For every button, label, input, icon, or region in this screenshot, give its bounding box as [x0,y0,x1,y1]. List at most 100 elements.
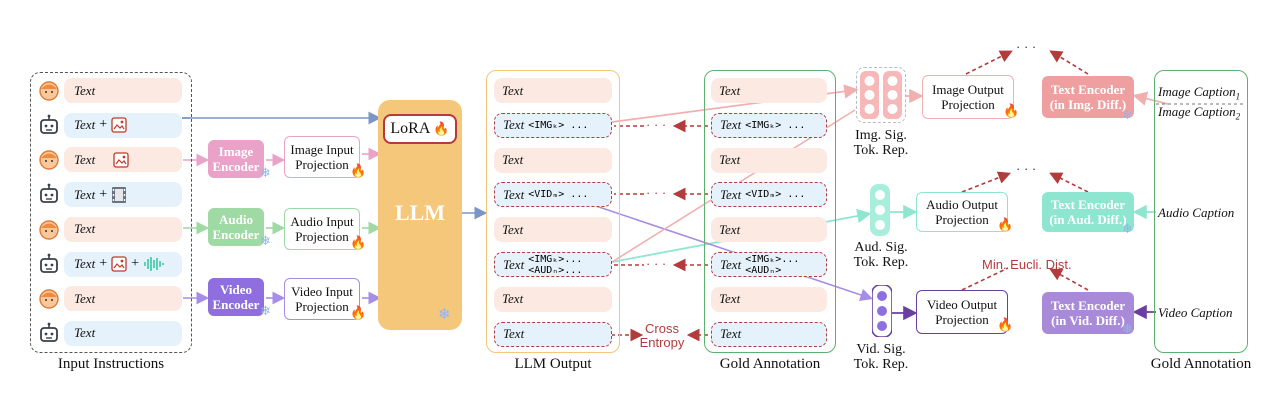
input-row-text: Text [74,82,96,98]
video-icon [111,186,127,204]
plus-sign: + [99,256,108,271]
min-eucli-dist-label: Min. Eucli. Dist. [982,257,1072,272]
lora-label: LoRA [390,120,431,137]
row-text: Text [503,117,525,133]
row-text: Text [720,117,742,133]
trainable-flame-icon: 🔥 [350,306,367,321]
trainable-flame-icon: 🔥 [350,164,367,179]
lora-adapter: LoRA🔥 [383,114,457,144]
gold-annotation-row: Text [711,321,827,347]
signal-tokens-text: <IMGₖ> ... [745,119,806,131]
gold-captions-caption: Gold Annotation [1150,356,1252,372]
text-encoder-aud: Text Encoder (in Aud. Diff.) [1042,192,1134,232]
assistant-avatar-icon [38,322,60,344]
row-text: Text [502,152,524,168]
input-row-text: Text [74,325,96,341]
input-row-text: Text [74,151,96,167]
gold-annotation-row: Text [711,147,827,173]
llm-output-row: Text [494,321,612,347]
aud-signal-tokens [870,184,890,236]
assistant-avatar-icon [38,183,60,205]
frozen-icon: ❄ [260,304,271,319]
img-signal-label: Img. Sig. Tok. Rep. [853,128,909,158]
llm-output-frame [486,70,620,353]
llm-output-caption: LLM Output [514,356,592,372]
frozen-icon: ❄ [260,166,271,181]
image-caption-2-sub: 2 [1235,111,1241,122]
ellipsis: · · · [646,256,667,271]
trainable-flame-icon: 🔥 [997,218,1014,233]
row-text: Text [502,82,524,98]
image-caption-2-text: Image Caption [1158,104,1236,119]
signal-tokens-text: <IMGₖ>...<AUDₙ> [745,253,800,276]
image-encoder: Image Encoder [208,140,264,178]
trainable-flame-icon: 🔥 [1003,104,1020,119]
input-row-text: Text [74,256,96,271]
row-text: Text [720,256,742,272]
input-instructions-caption: Input Instructions [57,356,165,372]
image-icon [111,256,127,272]
video-input-projection: Video Input Projection [284,278,360,320]
row-text: Text [719,82,741,98]
text-encoder-vid: Text Encoder (in Vid. Diff.) [1042,292,1134,334]
image-output-projection: Image Output Projection [922,75,1014,119]
trainable-flame-icon: 🔥 [997,318,1014,333]
frozen-icon: ❄ [1122,222,1133,237]
gold-annotation-row: Text [711,217,827,243]
cross-entropy-label: Cross Entropy [639,321,685,350]
row-text: Text [502,221,524,237]
image-icon [113,152,129,168]
frozen-icon: ❄ [1122,108,1133,123]
video-encoder: Video Encoder [208,278,264,316]
llm-output-row: Text [494,217,612,243]
row-text: Text [503,326,525,342]
input-row: Text [64,78,182,103]
video-output-projection: Video Output Projection [916,290,1008,334]
plus-sign: + [99,186,108,202]
audio-output-projection: Audio Output Projection [916,192,1008,232]
llm-output-row: Text [494,286,612,312]
input-row-text: Text [74,221,96,237]
row-text: Text [720,326,742,342]
user-avatar-icon [38,148,60,171]
frozen-icon: ❄ [260,234,271,249]
image-caption-1-sub: 1 [1235,91,1241,102]
llm-output-row: Text<VIDₘ> ... [494,182,612,208]
row-text: Text [719,291,741,307]
input-row-text: Text [74,186,96,202]
row-text: Text [502,291,524,307]
text-encoder-img: Text Encoder (in Img. Diff.) [1042,76,1134,118]
assistant-avatar-icon [38,114,60,136]
input-row-text: Text [74,290,96,306]
audio-input-projection: Audio Input Projection [284,208,360,250]
aud-signal-label: Aud. Sig. Tok. Rep. [853,240,909,270]
gold-annotation-row: Text<IMGₖ> ... [711,112,827,138]
frozen-icon: ❄ [438,305,451,323]
user-avatar-icon [38,218,60,240]
gold-captions-frame [1154,70,1248,353]
input-instructions-frame [30,72,192,353]
plus-sign: + [131,256,140,271]
input-row: Text [64,320,182,346]
row-text: Text [503,186,525,202]
signal-tokens-text: <VIDₘ> ... [745,189,806,201]
gold-annotation-row: Text [711,286,827,312]
llm-output-row: Text [494,147,612,173]
row-text: Text [503,256,525,272]
llm-output-row: Text<IMGₖ> ... [494,112,612,138]
ellipsis: · · · [1016,39,1037,54]
row-text: Text [720,186,742,202]
input-row: Text [64,216,182,242]
audio-icon [143,256,165,272]
row-text: Text [719,221,741,237]
img-signal-tokens [860,71,902,119]
trainable-flame-icon: 🔥 [433,121,450,136]
vid-signal-label: Vid. Sig. Tok. Rep. [853,342,909,372]
llm-output-row: Text<IMGₖ>...<AUDₙ>... [494,252,612,277]
image-caption-1: Image Caption1 [1158,84,1240,102]
vid-signal-tokens [872,285,892,337]
audio-caption: Audio Caption [1158,205,1235,220]
signal-tokens-text: <VIDₘ> ... [528,189,589,201]
image-caption-2: Image Caption2 [1158,104,1240,122]
